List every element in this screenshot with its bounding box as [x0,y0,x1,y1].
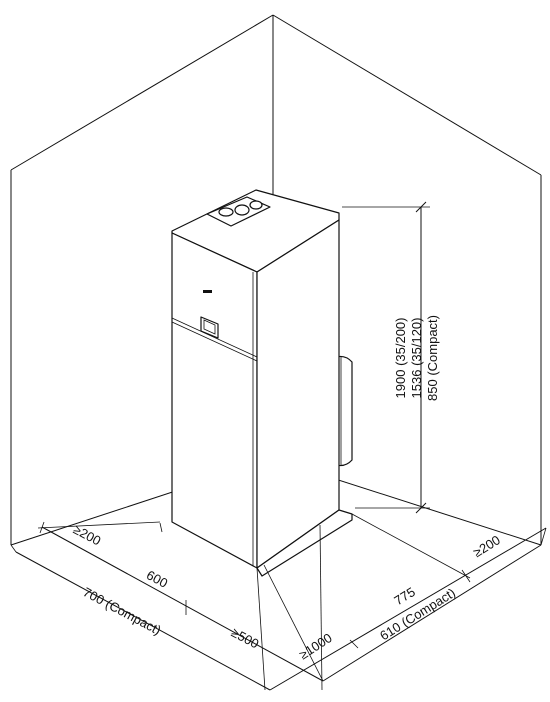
wall-right-top-edge [272,14,542,176]
connection-port-icon [218,207,234,217]
height-full-label: 1900 (35/200) [393,318,408,399]
height-mid-label: 1536 (35/120) [409,318,424,399]
front-panel-seam [171,317,258,358]
front-clearance-alt-label: ≥1000 [296,630,334,662]
front-clearance-label: ≥500 [229,625,261,652]
brand-logo [203,290,212,293]
left-clearance-label: ≥200 [71,522,103,549]
unit-base [256,509,353,577]
depth-label: 775 [391,584,417,608]
connection-port-icon [234,204,250,216]
height-dimension: 1900 (35/200) 1536 (35/120) 850 (Compact… [342,201,440,514]
width-label: 600 [144,567,170,590]
unit-front-face [171,232,258,569]
display-screen-icon [200,316,219,339]
height-compact-label: 850 (Compact) [425,315,440,401]
unit-side-face [256,219,340,569]
depth-compact-label: 610 (Compact) [377,585,458,643]
width-compact-label: 700 (Compact) [81,584,164,638]
heat-pump-unit [171,189,353,577]
wall-left-top-edge [10,14,274,171]
connection-port-icon [249,200,263,210]
